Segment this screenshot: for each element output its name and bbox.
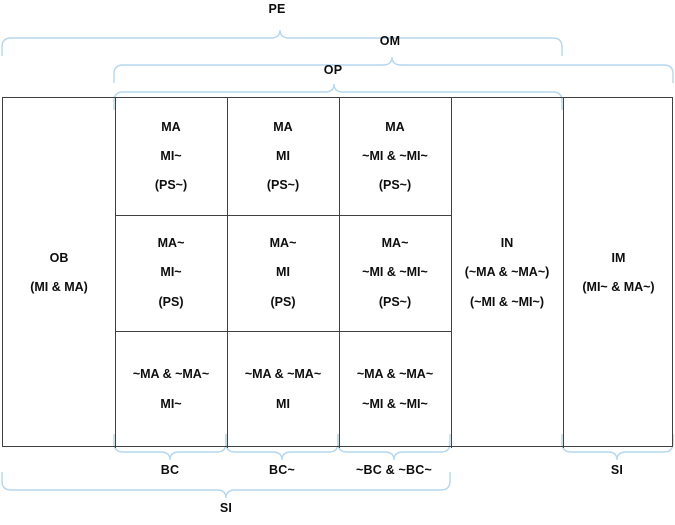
- cell-line: (~MA & ~MA~): [464, 265, 550, 280]
- cell-line: (MI~ & MA~): [582, 280, 655, 294]
- grid-vline-3: [451, 98, 453, 448]
- cell-line: MA~: [269, 236, 297, 251]
- cell-line: MI: [276, 148, 290, 163]
- cell-line: MI~: [160, 265, 182, 280]
- cell-line: (PS~): [266, 178, 300, 193]
- cell-line: MA~: [157, 236, 185, 251]
- grid-cell-ob: OB (MI & MA): [3, 98, 115, 448]
- cell-line: MA: [161, 119, 181, 134]
- grid-cell-r1c1: MA MI~ (PS~): [115, 98, 227, 215]
- brace-pe: [1, 29, 563, 56]
- cell-line: MA: [385, 119, 405, 134]
- cell-line: (PS~): [378, 178, 412, 193]
- brace-label-bcboth: ~BC & ~BC~: [356, 463, 432, 477]
- grid-hline-1: [115, 331, 451, 333]
- cell-line: IM: [611, 250, 626, 265]
- grid-hline-0: [115, 215, 451, 217]
- cell-line: MI: [276, 265, 290, 280]
- cell-line: MI~: [160, 148, 182, 163]
- brace-label-bc: BC: [160, 463, 180, 477]
- cell-line: (~MI & ~MI~): [470, 294, 544, 309]
- cell-line: MA: [273, 119, 293, 134]
- cell-line: (MI & MA): [30, 280, 88, 294]
- grid-cell-r1c2: MA MI (PS~): [227, 98, 339, 215]
- grid-vline-4: [563, 98, 565, 448]
- brace-label-bctil: BC~: [269, 463, 295, 477]
- grid-cell-r2c1: MA~ MI~ (PS): [115, 215, 227, 331]
- grid-cell-r2c2: MA~ MI (PS): [227, 215, 339, 331]
- cell-line: (PS): [270, 294, 296, 309]
- grid-cell-r3c2: ~MA & ~MA~ MI: [227, 331, 339, 448]
- brace-label-op: OP: [323, 63, 343, 77]
- grid-vline-2: [339, 98, 341, 448]
- cell-line: ~MI & ~MI~: [362, 148, 428, 163]
- brace-label-si-right: SI: [610, 463, 624, 477]
- cell-line: MI: [276, 396, 290, 411]
- cell-line: IN: [500, 236, 514, 251]
- brace-label-om: OM: [379, 34, 401, 48]
- cell-line: MA~: [381, 236, 409, 251]
- grid-cell-r2c3: MA~ ~MI & ~MI~ (PS~): [339, 215, 451, 331]
- grid-cell-in: IN (~MA & ~MA~) (~MI & ~MI~): [451, 98, 563, 448]
- cell-line: ~MI & ~MI~: [362, 396, 428, 411]
- cell-line: (PS~): [154, 178, 188, 193]
- grid-vline-0: [115, 98, 117, 448]
- grid-cell-r3c3: ~MA & ~MA~ ~MI & ~MI~: [339, 331, 451, 448]
- grid-cell-r3c1: ~MA & ~MA~ MI~: [115, 331, 227, 448]
- cell-line: ~MA & ~MA~: [356, 367, 434, 382]
- cell-line: (PS): [158, 294, 184, 309]
- brace-label-si-main: SI: [219, 501, 233, 515]
- cell-line: ~MI & ~MI~: [362, 265, 428, 280]
- cell-line: MI~: [160, 396, 182, 411]
- cell-line: ~MA & ~MA~: [132, 367, 210, 382]
- brace-om: [113, 56, 674, 83]
- grid-cell-r1c3: MA ~MI & ~MI~ (PS~): [339, 98, 451, 215]
- classification-grid: OB (MI & MA) MA MI~ (PS~) MA MI (PS~) MA ~MI & ~M…: [2, 97, 674, 448]
- grid-cell-im: IM (MI~ & MA~): [563, 98, 674, 448]
- cell-line: (PS~): [378, 294, 412, 309]
- brace-label-pe: PE: [268, 2, 286, 16]
- grid-vline-1: [227, 98, 229, 448]
- cell-line: ~MA & ~MA~: [244, 367, 322, 382]
- cell-line: OB: [49, 250, 69, 265]
